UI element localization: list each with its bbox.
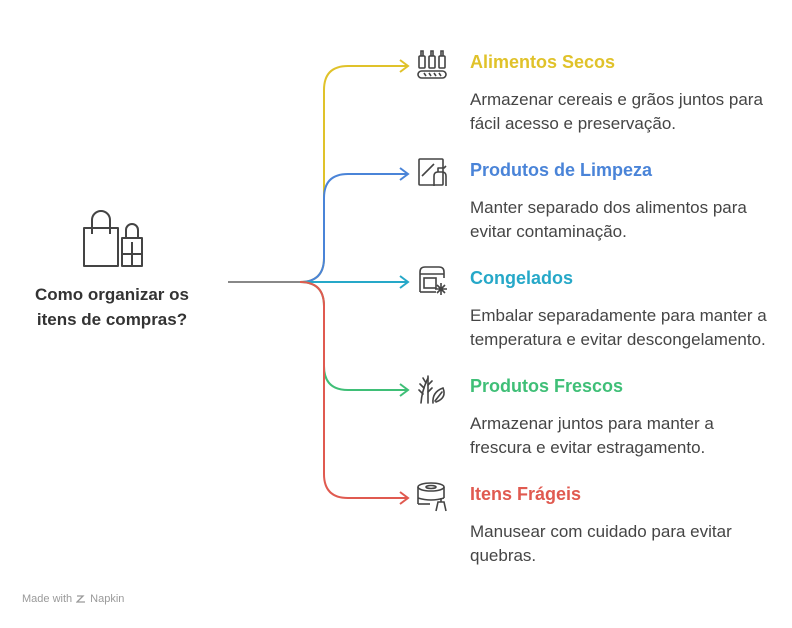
branch-title: Produtos Frescos: [470, 376, 624, 396]
central-question: Como organizar os itens de compras?: [35, 285, 189, 329]
branch-description: Embalar separadamente para manter a temp…: [470, 306, 767, 349]
napkin-brand: Napkin: [90, 593, 125, 605]
spray-bottle-icon: [416, 156, 448, 188]
branch-description: Armazenar juntos para manter a frescura …: [470, 414, 714, 457]
branch-title: Itens Frágeis: [470, 484, 582, 504]
fragile-tape-icon: [416, 480, 448, 512]
connector-itens-frageis: [299, 281, 408, 499]
plants-leaf-icon: [416, 372, 448, 404]
branch-description: Manter separado dos alimentos para evita…: [470, 198, 747, 241]
bottles-conveyor-icon: [416, 48, 448, 80]
napkin-logo-icon: [75, 593, 86, 605]
made-with-label: Made with: [22, 593, 73, 605]
connector-produtos-limpeza: [299, 173, 408, 283]
branch-title: Congelados: [470, 268, 574, 288]
connector-produtos-frescos: [299, 281, 408, 391]
shopping-bags-icon: [80, 210, 146, 275]
freezer-snowflake-icon: [416, 264, 448, 296]
branch-title: Produtos de Limpeza: [470, 160, 653, 180]
branch-description: Manusear com cuidado para evitar quebras…: [470, 522, 732, 565]
made-with-napkin: Made with Napkin: [22, 593, 124, 605]
branch-description: Armazenar cereais e grãos juntos para fá…: [470, 90, 763, 133]
branch-title: Alimentos Secos: [470, 52, 616, 72]
